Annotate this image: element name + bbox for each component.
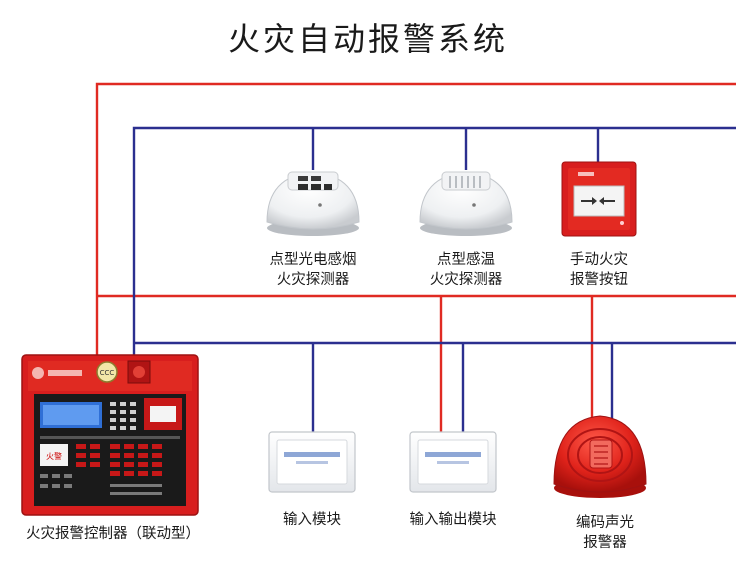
heat-detector-label-line1: 点型感温	[437, 252, 495, 268]
sounder-strobe-label-line2: 报警器	[583, 535, 627, 551]
heat-detector-label-line2: 火灾探测器	[429, 272, 503, 288]
smoke-detector-label: 点型光电感烟 火灾探测器	[253, 250, 373, 290]
smoke-detector-label-line2: 火灾探测器	[276, 272, 350, 288]
smoke-detector-label-line1: 点型光电感烟	[269, 252, 357, 268]
sounder-strobe-label-line1: 编码声光	[576, 515, 634, 531]
sounder-strobe-icon	[553, 415, 647, 498]
io-module-icon	[409, 431, 497, 493]
manual-call-point-icon	[561, 161, 637, 237]
signal-line-top	[132, 126, 736, 355]
power-wiring	[95, 82, 736, 432]
manual-button-label-line1: 手动火灾	[570, 252, 628, 268]
manual-button-label-line2: 报警按钮	[570, 272, 628, 288]
manual-button-label: 手动火灾 报警按钮	[539, 250, 659, 290]
smoke-detector-icon	[266, 171, 360, 236]
title: 火灾自动报警系统	[227, 20, 508, 58]
sounder-strobe-label: 编码声光 报警器	[555, 513, 655, 553]
io-module-label: 输入输出模块	[409, 512, 497, 528]
svg-text:CCC: CCC	[100, 369, 115, 377]
svg-text:火警: 火警	[46, 451, 62, 461]
input-module-label: 输入模块	[283, 512, 341, 528]
power-line-top	[95, 82, 736, 355]
fire-alarm-controller-icon: CCC 火警	[21, 354, 199, 516]
input-module-icon	[268, 431, 356, 493]
signal-wiring	[132, 126, 736, 432]
heat-detector-icon	[419, 171, 513, 236]
heat-detector-label: 点型感温 火灾探测器	[406, 250, 526, 290]
controller-label: 火灾报警控制器（联动型）	[26, 526, 200, 542]
